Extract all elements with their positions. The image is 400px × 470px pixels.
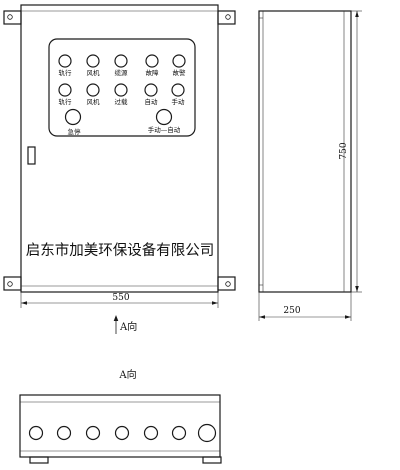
indicator-light — [114, 54, 128, 68]
indicator-row-2-labels: 轨行 风机 过载 自动 手动 — [59, 97, 186, 106]
indicator-label: 轨行 — [59, 97, 73, 106]
width-dimension: 550 — [20, 292, 219, 308]
indicator-row-1 — [58, 54, 186, 68]
cable-gland-hole — [171, 425, 187, 441]
cable-gland-hole — [114, 425, 130, 441]
direction-arrow-label: A向 — [119, 320, 137, 333]
indicator-light — [58, 83, 72, 97]
side-view: 750 250 — [258, 10, 362, 321]
indicator-light — [114, 83, 128, 97]
indicator-row-2 — [58, 83, 185, 97]
cable-gland-hole-large — [197, 423, 217, 443]
indicator-label: 轨行 — [59, 68, 73, 77]
cable-gland-hole — [28, 425, 44, 441]
indicator-panel — [48, 38, 196, 137]
indicator-label: 过载 — [115, 97, 129, 106]
emergency-stop-button — [64, 108, 82, 126]
indicator-row-1-labels: 轨行 风机 缆源 故障 故警 — [59, 68, 187, 77]
indicator-light — [144, 83, 158, 97]
indicator-light — [172, 54, 186, 68]
indicator-label: 风机 — [87, 97, 101, 106]
cable-gland-holes — [28, 423, 217, 443]
cable-gland-hole — [56, 425, 72, 441]
top-left-mounting-bracket — [3, 10, 22, 25]
emergency-stop-label: 急停 — [68, 127, 82, 136]
indicator-label: 故警 — [173, 68, 187, 77]
bottom-right-foot — [202, 456, 222, 464]
front-view: 轨行 风机 缆源 故障 故警 轨行 风机 过载 自动 手动 急停 手动—自动 启… — [3, 4, 236, 334]
bottom-left-mounting-bracket — [3, 276, 22, 291]
direction-arrow: A向 — [113, 315, 137, 334]
width-dimension-label: 550 — [112, 293, 129, 303]
indicator-label: 风机 — [87, 68, 101, 77]
company-name: 启东市加美环保设备有限公司 — [26, 242, 215, 259]
indicator-light — [171, 83, 185, 97]
cable-gland-hole — [85, 425, 101, 441]
bottom-left-foot — [29, 456, 49, 464]
cabinet-bottom-outline — [19, 394, 221, 458]
door-handle — [27, 146, 36, 165]
indicator-light — [58, 54, 72, 68]
indicator-light — [86, 83, 100, 97]
indicator-light — [86, 54, 100, 68]
bottom-view: A向 — [19, 368, 222, 464]
top-right-mounting-bracket — [217, 10, 236, 25]
cabinet-side-outline — [258, 10, 352, 293]
indicator-label: 故障 — [146, 68, 160, 77]
cabinet-front-outline — [20, 4, 219, 293]
indicator-light — [145, 54, 159, 68]
indicator-label: 手动 — [172, 97, 186, 106]
height-dimension-label: 750 — [339, 142, 349, 159]
indicator-label: 缆源 — [115, 68, 129, 77]
height-dimension: 750 — [339, 10, 362, 293]
bottom-view-title: A向 — [118, 368, 136, 381]
depth-dimension: 250 — [258, 292, 352, 321]
mode-selector-label: 手动—自动 — [148, 125, 181, 134]
depth-dimension-label: 250 — [283, 306, 300, 316]
indicator-label: 自动 — [145, 97, 159, 106]
cable-gland-hole — [143, 425, 159, 441]
mode-selector-switch — [155, 108, 173, 126]
bottom-right-mounting-bracket — [217, 276, 236, 291]
